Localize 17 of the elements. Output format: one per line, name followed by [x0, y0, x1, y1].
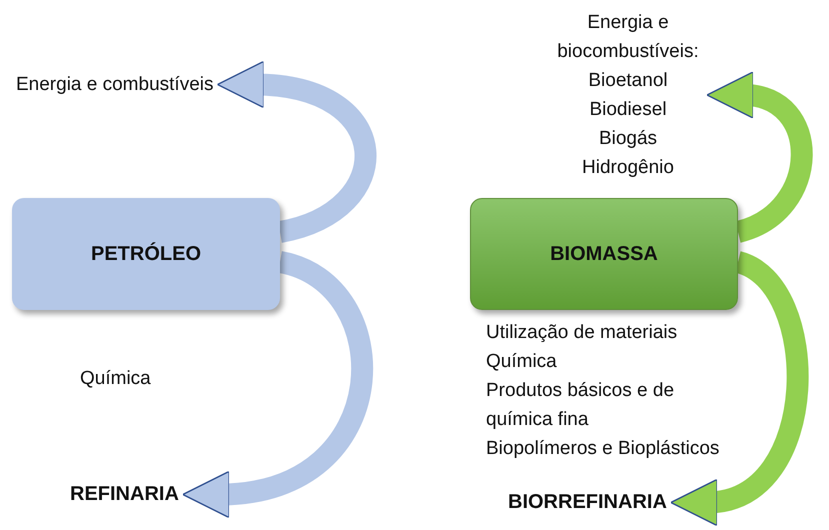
node-text: Biogás: [598, 127, 658, 151]
node-text: Bioetanol: [588, 69, 668, 93]
node-text: Energia e combustíveis: [16, 73, 214, 97]
node-text: Utilização de materiais: [486, 321, 678, 345]
process-box: [470, 198, 738, 310]
box-label: PETRÓLEO: [90, 241, 201, 266]
box-label: BIOMASSA: [550, 242, 658, 266]
node-text: BIORREFINARIA: [508, 490, 667, 515]
node-text: Produtos básicos e de química fina: [486, 379, 676, 432]
node-text: Química: [486, 350, 557, 374]
node-text: Hidrogênio: [582, 156, 674, 180]
node-text: Energia e biocombustíveis:: [556, 11, 700, 64]
process-box: [12, 198, 280, 310]
node-text: Biodiesel: [589, 98, 667, 122]
node-text: REFINARIA: [70, 482, 179, 507]
node-text: Química: [80, 367, 151, 391]
node-text: Biopolímeros e Bioplásticos: [486, 437, 720, 461]
